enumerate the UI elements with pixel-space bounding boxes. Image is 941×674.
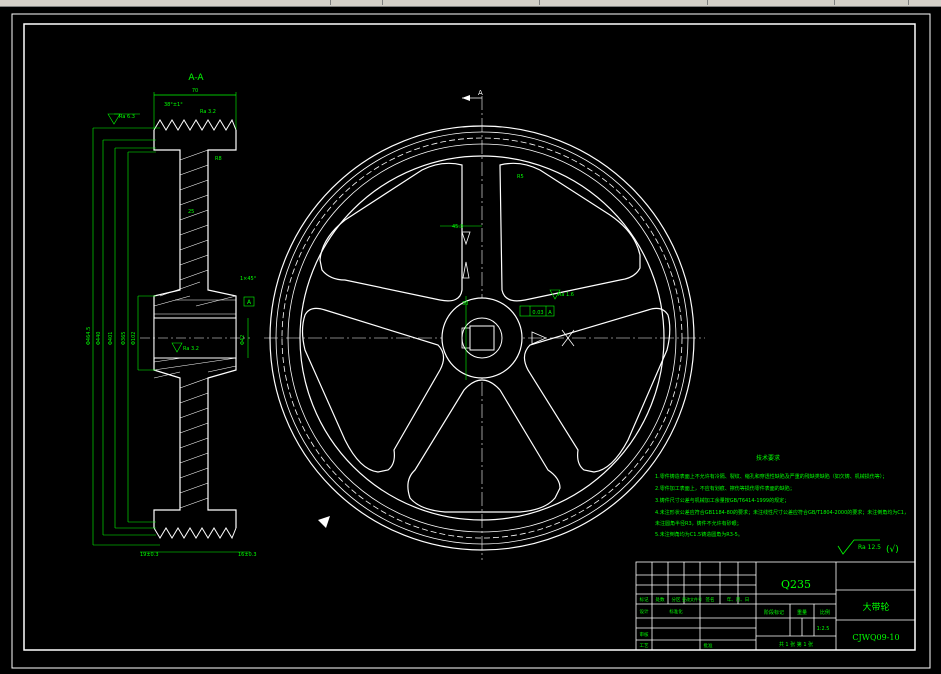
dim-fillet: R8 <box>215 156 222 162</box>
part-name: 大带轮 <box>862 601 889 613</box>
header-change-doc: 更改文件号 <box>682 596 702 602</box>
row-audit: 审核 <box>640 631 649 638</box>
window-toolbar-strip <box>0 0 941 7</box>
header-signature: 签名 <box>706 596 715 603</box>
ra-hub: Ra 3.2 <box>183 346 199 352</box>
toolbar-segment <box>539 0 708 5</box>
inner-frame <box>23 23 916 651</box>
ra-left: Ra 6.3 <box>119 114 135 120</box>
row-standard: 标准化 <box>669 608 683 615</box>
toolbar-segment <box>834 0 909 5</box>
note-line-4: 4.未注形状公差应符合GB1184-80的要求；未注线性尺寸公差应符合GB/T1… <box>655 509 909 516</box>
section-view: A-A 70 38°±1° Ra 3.2 Ra 6.3 <box>86 73 257 558</box>
dim-dia-c: Φ401 <box>108 332 114 345</box>
ra-top: Ra 3.2 <box>200 109 216 115</box>
notes-title: 技术要求 <box>756 454 780 462</box>
dim-chamfer: 1×45° <box>240 276 257 282</box>
ratio-label: 比例 <box>820 609 830 616</box>
dim-bottom-right: 16±0.3 <box>238 552 257 558</box>
title-block <box>635 561 916 651</box>
roughness-value: Ra 12.5 <box>858 544 881 551</box>
material-label: Q235 <box>781 578 811 591</box>
dim-outer-dia: Φ4​64.5 <box>86 327 92 345</box>
front-view-wheel: A R5 45.3 30 0. <box>264 89 705 560</box>
ra-keyway: Ra 1.6 <box>558 292 574 298</box>
datum-box: A <box>247 299 252 306</box>
note-line-5: 未注圆角半径R3，铸件不允许有砂眼； <box>655 520 742 527</box>
dim-rim-radius: R5 <box>517 174 524 180</box>
roughness-paren: (√) <box>886 544 899 555</box>
toolbar-segment <box>0 0 331 5</box>
section-label: A-A <box>188 73 204 83</box>
scale-value: 1:2.5 <box>817 626 830 632</box>
toolbar-segment <box>382 0 540 5</box>
header-count: 处数 <box>656 596 665 603</box>
tol-datum: A <box>548 310 552 316</box>
note-line-2: 2.零件加工表面上，不应有划痕、擦伤等损伤零件表面的缺陷； <box>655 485 795 492</box>
row-design: 设计 <box>640 608 649 615</box>
toolbar-segment <box>330 0 383 5</box>
weight-label: 重量 <box>797 609 807 616</box>
dim-web: 25 <box>188 209 194 215</box>
dim-bore: Φ42 <box>240 335 246 345</box>
dim-groove-angle: 38°±1° <box>164 102 183 108</box>
dim-keyway: 45.3 <box>452 224 463 230</box>
row-approve: 批准 <box>704 642 713 649</box>
technical-notes: 技术要求 1.零件铸造表面上不允许有冷隔、裂纹、缩孔和穿透性缺陷及严重的残缺类缺… <box>655 454 909 538</box>
dim-top-width: 70 <box>192 88 198 94</box>
note-line-6: 5.未注倒角均为C1.5铸造圆角为R3-5。 <box>655 531 743 538</box>
note-line-3: 3.铸件尺寸公差与机械加工余量按GB/T6414-1999的规定； <box>655 497 789 504</box>
view-arrow-label: A <box>478 89 483 97</box>
general-roughness: Ra 12.5 (√) <box>837 539 899 555</box>
header-date: 年、月、日 <box>727 596 750 603</box>
dim-dia-b: Φ440 <box>96 332 102 345</box>
drawing-number: CJWQ09-10 <box>852 633 899 642</box>
dim-dia-d: Φ365 <box>121 332 127 345</box>
header-zone: 分区 <box>672 596 681 603</box>
dim-hub-dia: Φ102 <box>131 332 137 345</box>
header-mark: 标记 <box>640 596 649 603</box>
dim-web-front: 30 <box>462 301 468 307</box>
dim-bottom-left: 19±0.3 <box>140 552 159 558</box>
outer-frame <box>11 13 931 669</box>
tol-symmetry: 0.03 <box>532 310 543 316</box>
stage-label: 阶段标记 <box>764 609 784 616</box>
toolbar-segment <box>707 0 835 5</box>
note-line-1: 1.零件铸造表面上不允许有冷隔、裂纹、缩孔和穿透性缺陷及严重的残缺类缺陷（如欠铸… <box>655 473 887 480</box>
row-process: 工艺 <box>640 643 649 649</box>
sheet-count: 共 1 张 第 1 张 <box>779 641 813 648</box>
